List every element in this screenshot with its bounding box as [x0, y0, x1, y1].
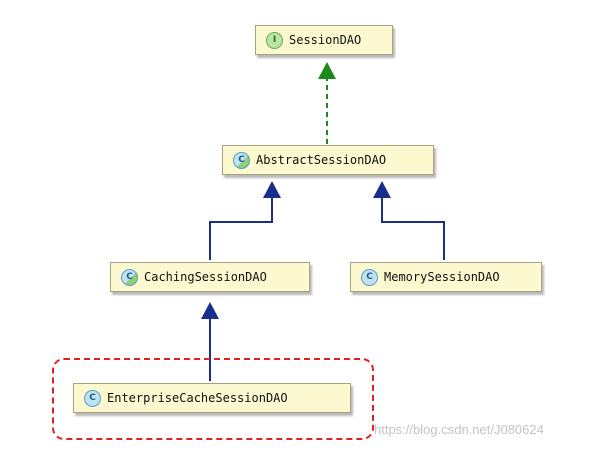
node-session-dao[interactable]: I SessionDAO	[255, 25, 393, 55]
node-abstract-session-dao[interactable]: C AbstractSessionDAO	[222, 145, 434, 175]
extends-line-memory	[381, 197, 445, 260]
class-icon: C	[84, 389, 101, 407]
extends-arrowhead-memory	[373, 181, 391, 198]
interface-icon: I	[266, 31, 283, 49]
node-caching-session-dao[interactable]: C CachingSessionDAO	[110, 262, 310, 292]
extends-arrowhead-caching	[263, 181, 281, 198]
node-label: SessionDAO	[289, 33, 362, 47]
watermark-text: https://blog.csdn.net/J080624	[374, 422, 544, 437]
node-memory-session-dao[interactable]: C MemorySessionDAO	[350, 262, 542, 292]
node-label: AbstractSessionDAO	[256, 153, 387, 167]
extends-arrowhead-enterprise	[201, 302, 219, 319]
node-label: EnterpriseCacheSessionDAO	[107, 391, 288, 405]
node-label: MemorySessionDAO	[384, 270, 500, 284]
node-label: CachingSessionDAO	[144, 270, 267, 284]
extends-line-caching	[209, 197, 273, 260]
class-icon: C	[361, 268, 378, 286]
highlight-box	[52, 358, 374, 440]
abstract-class-icon: C	[233, 151, 250, 169]
node-enterprise-cache-session-dao[interactable]: C EnterpriseCacheSessionDAO	[73, 383, 351, 413]
abstract-class-icon: C	[121, 268, 138, 286]
implements-arrowhead	[318, 62, 336, 79]
